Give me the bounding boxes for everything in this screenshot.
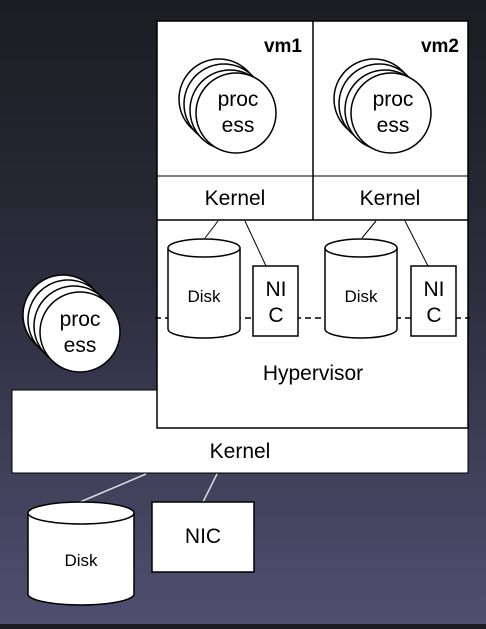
vm2-disk-link [361, 220, 377, 239]
host-process-label-2: ess [64, 334, 97, 357]
host-nic-label: NIC [185, 525, 221, 548]
vm2-nic-label-2: C [426, 304, 441, 327]
host-disk-cylinder: Disk [27, 501, 135, 606]
vm1-disk-link [204, 220, 219, 239]
host-disk-link [79, 473, 147, 503]
vm1-kernel-label: Kernel [205, 187, 266, 210]
host-nic-link [202, 473, 218, 503]
host-process-stack: proc ess [22, 274, 121, 373]
host-process-label-1: proc [60, 308, 101, 331]
vm2: vm2 proc ess Kernel Disk NI C [324, 36, 459, 339]
host-nic-box: NIC [151, 501, 255, 573]
vm2-nic-box: NI C [410, 265, 457, 337]
vm2-process-label-2: ess [377, 114, 410, 137]
vm1-process-label-2: ess [222, 114, 255, 137]
vm2-process-label-1: proc [373, 88, 414, 111]
vm2-kernel-label: Kernel [360, 187, 421, 210]
host-disk-label: Disk [64, 551, 98, 570]
hypervisor-label: Hypervisor [263, 362, 363, 385]
vm1-nic-label-1: NI [266, 278, 287, 301]
vm1-process-label-1: proc [218, 88, 259, 111]
vm1-disk-label: Disk [187, 287, 221, 306]
vm2-nic-link [404, 220, 429, 267]
vm1-disk-cylinder: Disk [167, 238, 241, 339]
vm2-disk-cylinder: Disk [324, 238, 398, 339]
vm2-nic-label-1: NI [424, 278, 445, 301]
host-kernel-label: Kernel [210, 440, 271, 463]
vm2-label: vm2 [421, 36, 459, 57]
vm1-nic-label-2: C [268, 304, 283, 327]
vm1-label: vm1 [264, 36, 302, 57]
vm2-process-stack: proc ess [333, 58, 432, 154]
vm1-process-stack: proc ess [178, 58, 277, 154]
host-kernel-box: Kernel [11, 389, 469, 474]
vm1-nic-box: NI C [252, 265, 299, 337]
vm1-nic-link [244, 220, 267, 267]
vm1: vm1 proc ess Kernel Disk NI C [167, 36, 302, 339]
vm2-disk-label: Disk [344, 287, 378, 306]
